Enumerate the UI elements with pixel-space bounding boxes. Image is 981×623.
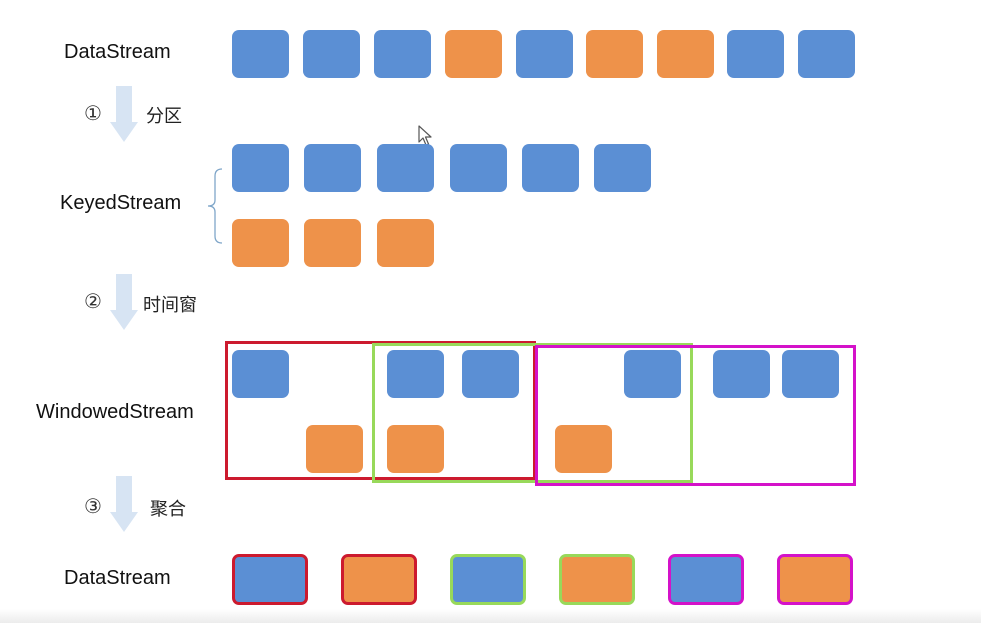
step-2-number: ② xyxy=(84,291,102,313)
keyed-box-blue xyxy=(450,144,507,192)
keyed-box-orange xyxy=(377,219,434,267)
window-frame-red xyxy=(225,341,536,480)
windowed-box-orange xyxy=(306,425,363,473)
down-arrow-icon xyxy=(110,274,138,330)
output-box-blue-red xyxy=(232,554,308,605)
event-box-blue xyxy=(232,30,289,78)
step-1-label: 分区 xyxy=(146,106,182,126)
event-box-blue xyxy=(303,30,360,78)
window-frame-green xyxy=(372,343,693,483)
keyed-box-blue xyxy=(594,144,651,192)
keyed-box-blue xyxy=(232,144,289,192)
step-3-label: 聚合 xyxy=(150,499,186,519)
bottom-fade xyxy=(0,609,981,623)
windowed-box-blue xyxy=(387,350,444,398)
event-box-blue xyxy=(727,30,784,78)
datastream-input-label: DataStream xyxy=(64,41,171,63)
windowed-box-blue xyxy=(462,350,519,398)
event-box-blue xyxy=(374,30,431,78)
keyed-box-blue xyxy=(304,144,361,192)
event-box-blue xyxy=(798,30,855,78)
windowed-box-blue xyxy=(782,350,839,398)
output-box-orange-green xyxy=(559,554,635,605)
brace-icon xyxy=(207,168,223,244)
event-box-orange xyxy=(657,30,714,78)
keyed-box-blue xyxy=(522,144,579,192)
step-1-number: ① xyxy=(84,103,102,125)
windowed-box-blue xyxy=(713,350,770,398)
windowed-box-blue xyxy=(624,350,681,398)
datastream-output-label: DataStream xyxy=(64,567,171,589)
keyed-box-orange xyxy=(232,219,289,267)
windowed-box-blue xyxy=(232,350,289,398)
keyedstream-label: KeyedStream xyxy=(60,192,182,214)
windowed-box-orange xyxy=(555,425,612,473)
down-arrow-icon xyxy=(110,86,138,142)
windowed-box-orange xyxy=(387,425,444,473)
event-box-blue xyxy=(516,30,573,78)
step-2-label: 时间窗 xyxy=(143,295,197,315)
window-frame-magenta xyxy=(535,345,856,486)
down-arrow-icon xyxy=(110,476,138,532)
event-box-orange xyxy=(586,30,643,78)
keyed-box-blue xyxy=(377,144,434,192)
output-box-orange-magenta xyxy=(777,554,853,605)
event-box-orange xyxy=(445,30,502,78)
output-box-blue-green xyxy=(450,554,526,605)
output-box-blue-magenta xyxy=(668,554,744,605)
step-3-number: ③ xyxy=(84,496,102,518)
windowedstream-label: WindowedStream xyxy=(36,401,194,423)
keyed-box-orange xyxy=(304,219,361,267)
output-box-orange-red xyxy=(341,554,417,605)
